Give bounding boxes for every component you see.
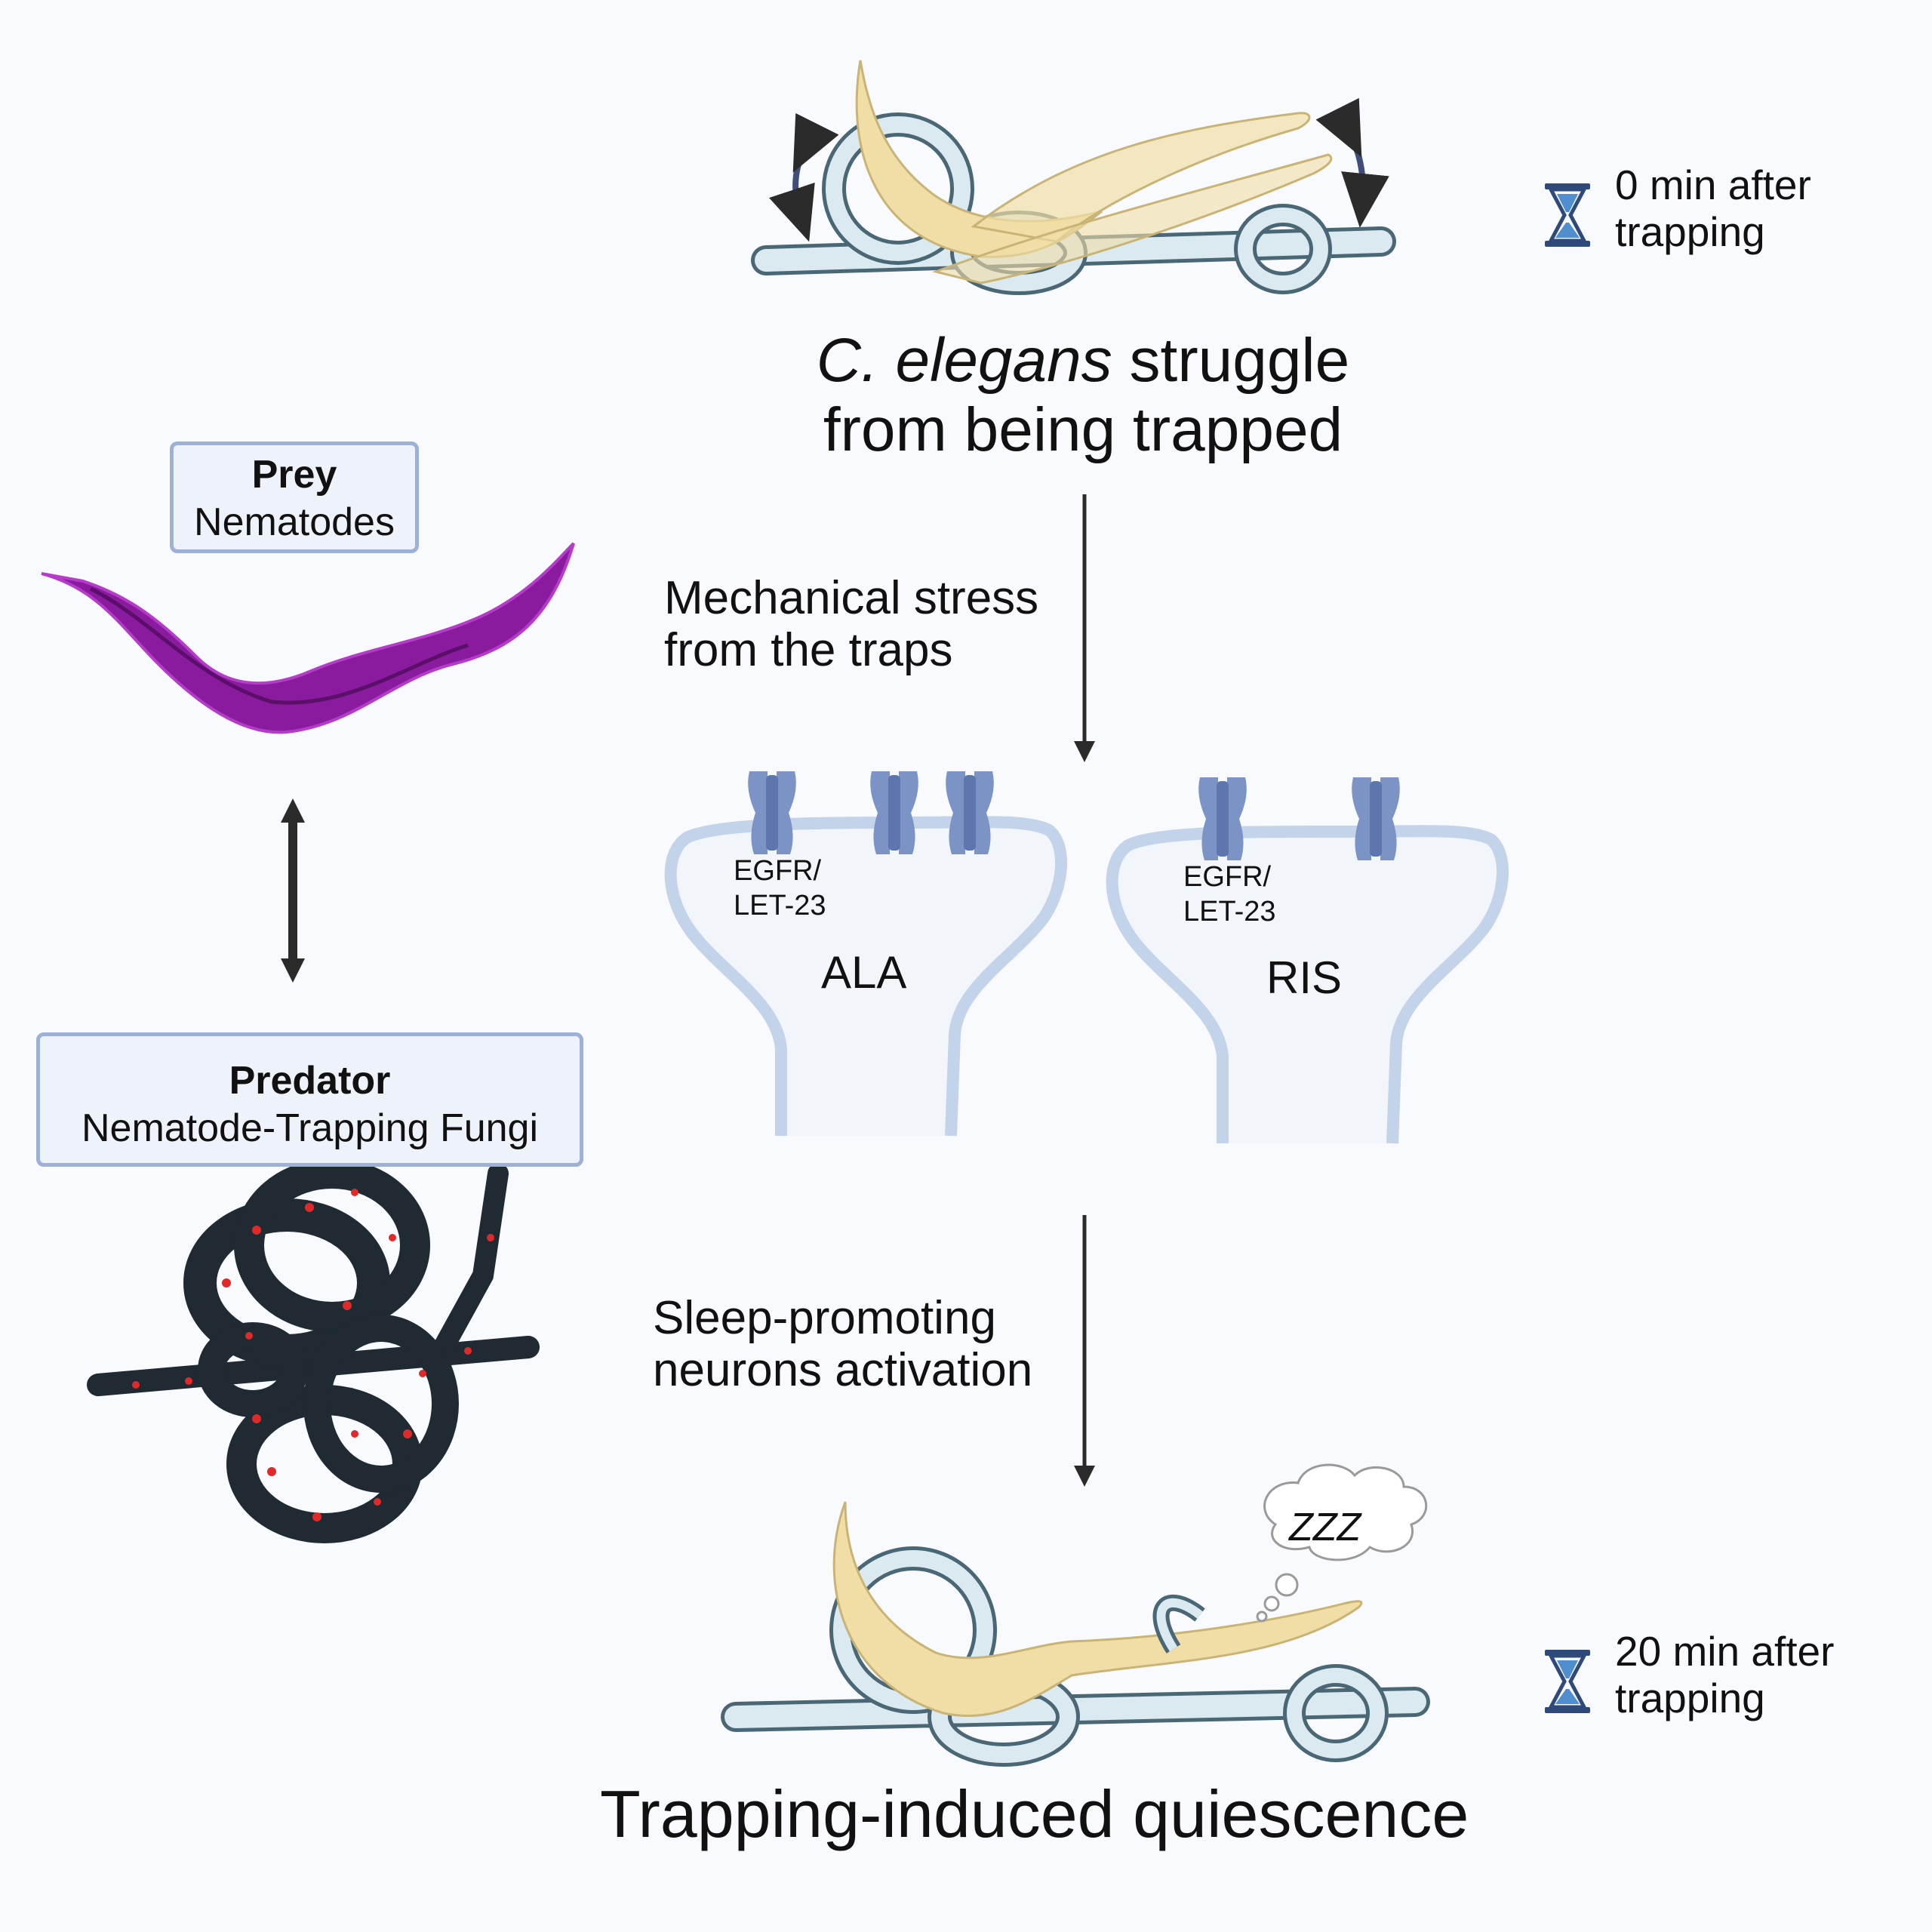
step2-line2: neurons activation (653, 1344, 1033, 1397)
ala-receptor-line2: LET-23 (734, 889, 826, 921)
prey-title: Prey (251, 453, 337, 497)
predator-title: Predator (229, 1059, 391, 1103)
step-mechanical-stress: Mechanical stress from the traps (664, 572, 1038, 677)
top-trapped-worms-illustration (751, 60, 1396, 295)
predator-label-box: Predator Nematode-Trapping Fungi (36, 1032, 583, 1167)
bottom-quiescent-worm-illustration (721, 1501, 1430, 1767)
step1-line1: Mechanical stress (664, 572, 1039, 624)
ris-receptor-line1: EGFR/ (1183, 861, 1272, 893)
prey-label-box: Prey Nematodes (170, 441, 419, 553)
neuron-ala-illustration (664, 771, 1067, 1137)
step1-line2: from the traps (664, 624, 953, 677)
top-title-line2: from being trapped (823, 395, 1343, 464)
ris-receptor-line2: LET-23 (1183, 895, 1276, 928)
prey-subtitle: Nematodes (194, 500, 395, 545)
bubble-zzz: ZZZ (1289, 1506, 1361, 1549)
hourglass-icon-top (1545, 183, 1590, 247)
bottom-title: Trapping-induced quiescence (600, 1777, 1469, 1851)
top-title-rest: struggle (1112, 326, 1350, 395)
prey-nematode-image (41, 542, 575, 734)
species-name: C. elegans (816, 326, 1112, 395)
timer-top-line1: 0 min after (1615, 162, 1811, 208)
sleep-thought-bubble (1256, 1463, 1428, 1623)
timer-bottom-line2: trapping (1615, 1674, 1765, 1721)
arrow-down-1 (1074, 494, 1095, 762)
interaction-double-arrow (281, 798, 305, 983)
arrow-down-2 (1074, 1215, 1095, 1487)
ala-receptor-label: EGFR/ LET-23 (734, 854, 826, 923)
fungi-micrograph-image (87, 1158, 540, 1543)
ala-neuron-name: ALA (821, 947, 907, 998)
timer-top: 0 min after trapping (1615, 162, 1811, 255)
ris-receptor-label: EGFR/ LET-23 (1183, 860, 1276, 929)
top-title: C. elegans struggle from being trapped (777, 326, 1389, 465)
hourglass-icon-bottom (1545, 1650, 1590, 1713)
step2-line1: Sleep-promoting (653, 1292, 996, 1344)
step-neuron-activation: Sleep-promoting neurons activation (653, 1292, 1032, 1397)
predator-subtitle: Nematode-Trapping Fungi (81, 1106, 539, 1151)
timer-bottom: 20 min after trapping (1615, 1628, 1835, 1721)
timer-top-line2: trapping (1615, 208, 1765, 255)
neuron-ris-illustration (1106, 777, 1509, 1144)
ala-receptor-line1: EGFR/ (734, 855, 822, 887)
ris-neuron-name: RIS (1266, 952, 1343, 1003)
timer-bottom-line1: 20 min after (1615, 1628, 1835, 1675)
